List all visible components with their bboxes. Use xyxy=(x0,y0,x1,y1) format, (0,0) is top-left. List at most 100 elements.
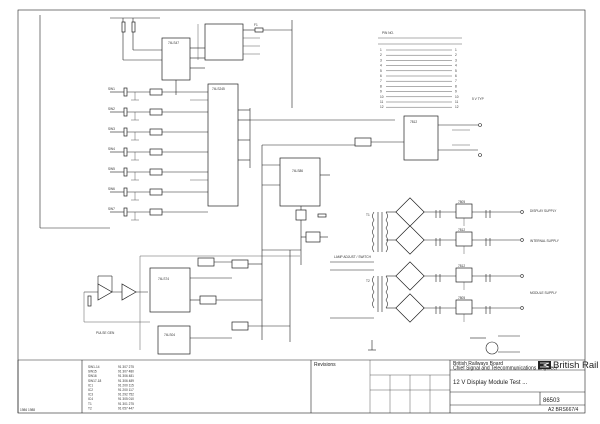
pin-number-left: 9 xyxy=(380,90,382,94)
supply-stage: 7812 xyxy=(386,261,524,291)
gate-a xyxy=(197,257,215,267)
ic-center xyxy=(279,157,321,207)
parts-list-ref: 91 200 115 xyxy=(118,383,134,387)
voltage-regulator xyxy=(455,203,473,219)
resistor xyxy=(123,87,128,97)
parts-list-ref: 91 292 752 xyxy=(118,393,134,397)
parts-list-item: SW15 xyxy=(88,370,97,374)
british-rail-logo xyxy=(538,361,551,369)
parts-list-item: T2 xyxy=(88,406,92,410)
ic-lower-1-label: 74LS74 xyxy=(158,277,169,281)
display-driver-group: F1 xyxy=(197,20,293,108)
transistor-block xyxy=(295,209,307,221)
parts-list-item: T1 xyxy=(88,402,92,406)
pin-number-left: 6 xyxy=(380,74,382,78)
pin-number-right: 7 xyxy=(455,79,457,83)
resistor xyxy=(123,127,128,137)
lamp-adjust-note: LAMP ADJUST / SWITCH xyxy=(334,255,372,259)
pin-number-right: 1 xyxy=(455,48,457,52)
voltage-regulator xyxy=(455,231,473,247)
outer-border xyxy=(17,9,586,414)
voltage-regulator xyxy=(455,299,473,315)
pin-number-right: 3 xyxy=(455,58,457,62)
fuse-label: F1 xyxy=(254,23,258,27)
supply-stage: 7812 xyxy=(386,225,524,255)
pulse-generator: PULSE GEN xyxy=(83,275,150,335)
pin-number-left: 12 xyxy=(380,105,384,109)
supply-stage: 7805 xyxy=(386,293,524,323)
buffer-gate xyxy=(149,148,163,156)
pin-number-right: 12 xyxy=(455,105,459,109)
voltage-regulator xyxy=(455,267,473,283)
resistor xyxy=(123,147,128,157)
title-strip xyxy=(17,360,585,413)
parts-list-item: SW1-14 xyxy=(88,365,100,369)
parts-list-item: IC2 xyxy=(88,388,93,392)
parts-list-item: SW16 xyxy=(88,374,97,378)
t1-label: T1 xyxy=(366,213,370,217)
ic-top-label: 74LS47 xyxy=(168,41,179,45)
parts-list-ref: 91 307 480 xyxy=(118,370,134,374)
supply-label-display: DISPLAY SUPPLY xyxy=(530,209,557,213)
pin-number-right: 2 xyxy=(455,53,457,57)
supply-stage: 7805 xyxy=(386,197,524,227)
transformer-t2: T2 xyxy=(366,275,388,312)
ic-center-label: 74LS86 xyxy=(292,169,303,173)
pin-number-left: 11 xyxy=(380,100,384,104)
parts-list-item: IC1 xyxy=(88,383,93,387)
logic-gate-1 xyxy=(354,137,372,147)
pin-number-left: 8 xyxy=(380,84,382,88)
drawing-number: 86503 xyxy=(543,398,560,404)
ic-right xyxy=(403,115,439,161)
switch-label: SW7 xyxy=(108,207,115,211)
switch-row: SW2 xyxy=(108,107,208,121)
parts-list-ref: 91 306 481 xyxy=(118,374,134,378)
pin-number-left: 7 xyxy=(380,79,382,83)
pin-number-left: 3 xyxy=(380,58,382,62)
input-section xyxy=(39,15,162,229)
pin-number-right: 8 xyxy=(455,84,457,88)
ic-lower-2-label: 74LS04 xyxy=(164,333,175,337)
ic-main xyxy=(207,83,239,207)
switch-label: SW6 xyxy=(108,187,115,191)
parts-list-item: IC4 xyxy=(88,397,93,401)
switch-label: SW2 xyxy=(108,107,115,111)
buffer-gate xyxy=(149,128,163,136)
supply-label-internal: INTERNAL SUPPLY xyxy=(530,239,560,243)
ic-right-label: 7812 xyxy=(410,120,417,124)
ic-main-label: 74LS245 xyxy=(212,87,225,91)
switch-row: SW6 xyxy=(108,187,208,201)
display-driver-ic xyxy=(204,23,244,61)
parts-list-ref: 91 307 275 xyxy=(118,365,134,369)
switch-label: SW4 xyxy=(108,147,115,151)
pin-number-left: 10 xyxy=(380,95,384,99)
buffer-gate xyxy=(149,88,163,96)
pin-number-right: 4 xyxy=(455,64,457,68)
buffer-gate xyxy=(149,208,163,216)
transformer-t1: T1 xyxy=(366,211,388,253)
switch-row: SW3 xyxy=(108,127,208,141)
bridge-rectifier xyxy=(395,225,425,255)
switch-row: SW5 xyxy=(108,167,208,181)
parts-list-ref: 91 200 117 xyxy=(118,388,134,392)
regulator-label: 7805 xyxy=(458,200,465,204)
pin-number-right: 10 xyxy=(455,95,459,99)
drawing-title: 12 V Display Module Test ... xyxy=(453,380,528,386)
pin-table-label: PIN NO. xyxy=(382,31,394,35)
buffer-gate xyxy=(149,188,163,196)
pin-number-left: 5 xyxy=(380,69,382,73)
parts-list-ref: 91 305 010 xyxy=(118,397,134,401)
brand-name: British Rail xyxy=(553,360,598,371)
ic-right-group: 7812 5 V TYP xyxy=(354,97,484,161)
ic-lower-1 xyxy=(149,267,191,313)
resistor xyxy=(123,167,128,177)
resistor xyxy=(123,107,128,117)
gate-d xyxy=(231,321,249,331)
buffer-gate xyxy=(149,168,163,176)
pin-number-left: 1 xyxy=(380,48,382,52)
pin-number-left: 4 xyxy=(380,64,382,68)
org-line-1: British Railways Board xyxy=(453,361,503,367)
